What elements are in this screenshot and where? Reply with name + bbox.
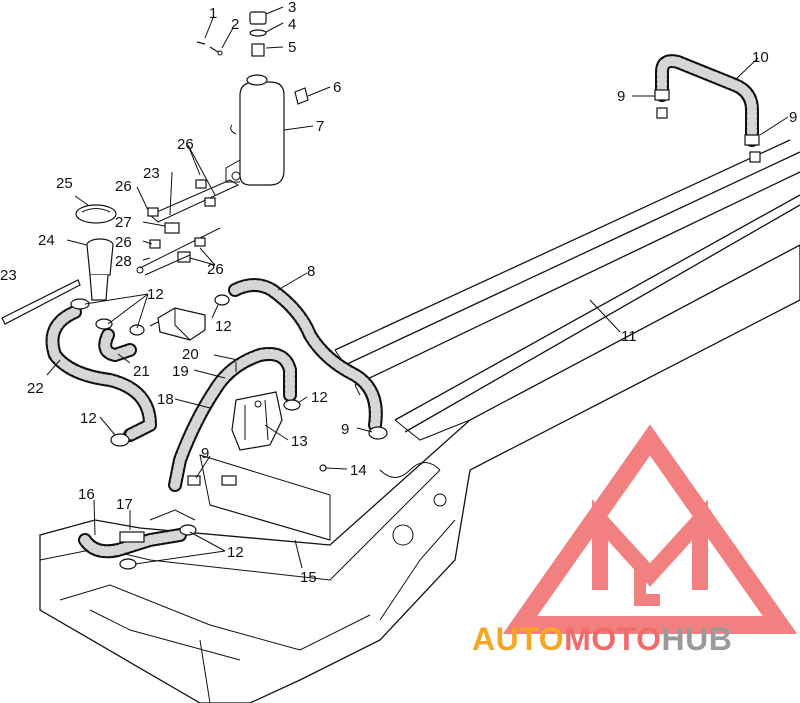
callout-9-lower: 9 bbox=[201, 445, 209, 462]
callout-14: 14 bbox=[350, 462, 367, 479]
callout-26-left-top: 26 bbox=[115, 178, 132, 195]
callout-8: 8 bbox=[307, 263, 315, 280]
tank-cap-parts bbox=[196, 11, 309, 105]
lower-hoses bbox=[45, 298, 157, 447]
watermark-moto: MOTO bbox=[564, 621, 661, 657]
svg-text:AUTOMOTOHUB: AUTOMOTOHUB bbox=[472, 621, 732, 657]
callout-28: 28 bbox=[115, 253, 132, 270]
bolt-14 bbox=[319, 464, 327, 472]
watermark-hub: HUB bbox=[661, 621, 732, 657]
callout-25: 25 bbox=[56, 175, 73, 192]
heat-exchanger-hoses bbox=[168, 347, 301, 492]
callout-3: 3 bbox=[288, 0, 296, 16]
filler-neck bbox=[75, 204, 117, 301]
callout-26-top: 26 bbox=[177, 136, 194, 153]
mounting-bracket bbox=[199, 391, 331, 541]
callout-19: 19 bbox=[172, 363, 189, 380]
callout-20: 20 bbox=[182, 346, 199, 363]
callout-9-top-right: 9 bbox=[789, 109, 797, 126]
callout-22: 22 bbox=[27, 380, 44, 397]
callout-23-left: 23 bbox=[0, 267, 17, 284]
callout-7: 7 bbox=[316, 118, 324, 135]
front-hoses bbox=[78, 509, 197, 570]
callout-21: 21 bbox=[133, 363, 150, 380]
callout-15: 15 bbox=[300, 569, 317, 586]
callout-1: 1 bbox=[209, 5, 217, 22]
callout-12-front: 12 bbox=[227, 544, 244, 561]
fitting-assembly bbox=[136, 179, 240, 276]
callout-26-left-mid: 26 bbox=[115, 234, 132, 251]
callout-18: 18 bbox=[157, 391, 174, 408]
leader-lines bbox=[46, 6, 789, 569]
water-pump bbox=[149, 307, 206, 341]
callout-12-lower-left: 12 bbox=[80, 410, 97, 427]
crossover-hose bbox=[654, 54, 761, 163]
callout-17: 17 bbox=[116, 496, 133, 513]
callout-6: 6 bbox=[333, 79, 341, 96]
callout-10: 10 bbox=[752, 49, 769, 66]
callout-11: 11 bbox=[621, 328, 637, 345]
main-return-hose bbox=[214, 278, 388, 440]
chassis-frame bbox=[39, 244, 800, 703]
watermark-triangle bbox=[502, 424, 798, 634]
callout-numbers: 1 2 3 4 5 6 7 8 9 9 9 9 10 11 12 12 12 1… bbox=[0, 0, 797, 586]
watermark-inner-mark bbox=[592, 499, 708, 590]
callout-27: 27 bbox=[115, 214, 132, 231]
left-rod bbox=[1, 279, 81, 325]
callout-9-rail: 9 bbox=[341, 421, 349, 438]
callout-16: 16 bbox=[78, 486, 95, 503]
watermark-auto: AUTO bbox=[472, 621, 564, 657]
side-rails bbox=[334, 139, 800, 441]
callout-12-middle: 12 bbox=[311, 389, 328, 406]
callout-24: 24 bbox=[38, 232, 55, 249]
callout-26-right: 26 bbox=[207, 261, 224, 278]
callout-5: 5 bbox=[288, 39, 296, 56]
callout-4: 4 bbox=[288, 16, 296, 33]
callout-12-hose-clamps: 12 bbox=[147, 286, 164, 303]
callout-2: 2 bbox=[231, 16, 239, 33]
watermark-logo bbox=[502, 424, 798, 634]
callout-9-top-left: 9 bbox=[617, 88, 625, 105]
callout-23-upper: 23 bbox=[143, 165, 160, 182]
callout-12-pump: 12 bbox=[215, 318, 232, 335]
coolant-tank bbox=[225, 74, 285, 186]
callout-13: 13 bbox=[291, 433, 308, 450]
